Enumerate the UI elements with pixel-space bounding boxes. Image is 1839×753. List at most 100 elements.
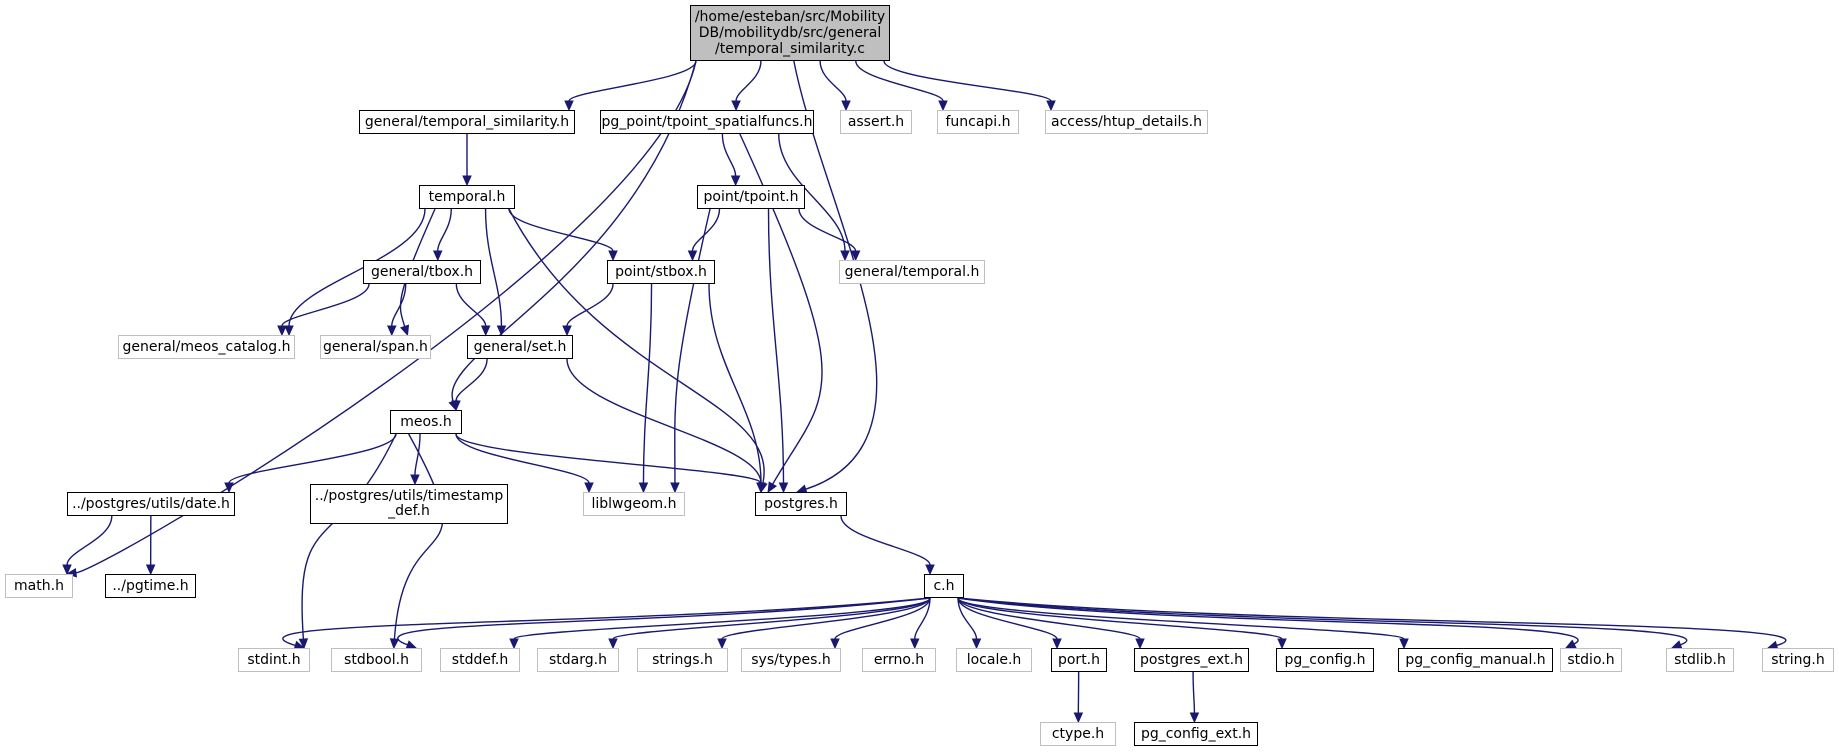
edge-ch-errno	[914, 597, 931, 640]
node-ch[interactable]: c.h	[924, 574, 964, 598]
edge-arrowhead-meos-lwgeom	[584, 482, 594, 494]
edge-stbox-set	[566, 283, 614, 327]
edge-arrowhead-meos-stdint	[298, 638, 309, 650]
node-set[interactable]: general/set.h	[467, 335, 573, 359]
edge-ch-port	[957, 597, 1058, 640]
node-label: meos.h	[400, 413, 452, 430]
edge-set-meos	[455, 358, 488, 402]
edge-root-meos	[451, 60, 697, 402]
edge-arrowhead-ch-stddef	[509, 638, 519, 650]
edge-arrowhead-tsf-gtemporal	[840, 250, 850, 262]
node-meos[interactable]: meos.h	[390, 410, 462, 434]
node-label: stdarg.h	[549, 651, 607, 668]
node-pgconfman[interactable]: pg_config_manual.h	[1398, 648, 1553, 672]
edge-tbox-set	[455, 283, 487, 327]
node-date[interactable]: ../postgres/utils/date.h	[67, 492, 235, 516]
edge-temporal-span	[399, 208, 436, 327]
edge-arrowhead-ch-pgconfman	[1399, 638, 1409, 650]
node-span: general/span.h	[320, 335, 431, 359]
edge-arrowhead-date-math	[62, 564, 72, 576]
node-label: general/span.h	[323, 338, 428, 355]
edge-arrowhead-root-tsf	[731, 100, 741, 112]
node-pgext[interactable]: postgres_ext.h	[1134, 648, 1249, 672]
node-stbox[interactable]: point/stbox.h	[607, 260, 715, 284]
edge-meos-tsdef	[414, 433, 421, 476]
edge-arrowhead-tsf-tpoint	[730, 175, 741, 187]
node-funcapi: funcapi.h	[937, 110, 1019, 134]
edge-ch-stdint	[282, 597, 931, 647]
edge-root-math	[75, 60, 697, 574]
edge-date-math	[66, 515, 113, 566]
edge-temporal-postgres	[508, 208, 765, 484]
node-label: point/tpoint.h	[703, 188, 799, 205]
edge-ch-stdbool	[397, 597, 931, 646]
node-label: pg_config_ext.h	[1140, 725, 1252, 742]
edge-arrowhead-temporal-set	[496, 325, 507, 337]
edge-root-assert	[819, 60, 847, 102]
edge-ch-strings	[721, 597, 931, 640]
node-label: general/tbox.h	[370, 263, 474, 280]
node-math: math.h	[5, 574, 73, 598]
node-tsf[interactable]: pg_point/tpoint_spatialfuncs.h	[600, 110, 814, 134]
node-temporal[interactable]: temporal.h	[419, 185, 515, 209]
node-tsdef[interactable]: ../postgres/utils/timestamp_def.h	[310, 484, 508, 524]
node-pgconfext[interactable]: pg_config_ext.h	[1134, 722, 1258, 746]
edge-ch-pgconfig	[957, 597, 1283, 640]
edge-meos-stdint	[301, 433, 397, 640]
node-errno: errno.h	[862, 648, 936, 672]
edge-stbox-postgres	[708, 283, 762, 484]
node-label: stdio.h	[1567, 651, 1615, 668]
node-label: stdbool.h	[344, 651, 409, 668]
node-lwgeom: liblwgeom.h	[583, 492, 685, 516]
node-port[interactable]: port.h	[1051, 648, 1107, 672]
node-label: postgres.h	[764, 495, 838, 512]
node-ctype: ctype.h	[1040, 722, 1116, 746]
node-label: pg_config_manual.h	[1405, 651, 1546, 668]
node-label: string.h	[1771, 651, 1825, 668]
node-tbox[interactable]: general/tbox.h	[363, 260, 481, 284]
edge-arrowhead-ch-stdio	[1564, 639, 1577, 649]
edge-meos-postgres	[455, 433, 762, 484]
edge-arrowhead-postgres-ch	[925, 564, 935, 576]
edge-arrowhead-ch-stdarg	[608, 638, 618, 650]
node-gts[interactable]: general/temporal_similarity.h	[359, 110, 575, 134]
node-label: sys/types.h	[751, 651, 831, 668]
node-label: strings.h	[652, 651, 713, 668]
node-stdio: stdio.h	[1560, 648, 1622, 672]
node-catalog: general/meos_catalog.h	[118, 335, 295, 359]
edge-ch-locale	[957, 597, 978, 640]
node-stdbool: stdbool.h	[331, 648, 422, 672]
edge-arrowhead-ch-strings	[717, 638, 727, 650]
edge-meos-stdbool	[393, 433, 444, 640]
node-label: port.h	[1057, 651, 1101, 668]
node-postgres[interactable]: postgres.h	[755, 492, 847, 516]
edge-ch-stddef	[513, 597, 931, 640]
node-label: liblwgeom.h	[591, 495, 677, 512]
node-pgtime[interactable]: ../pgtime.h	[105, 574, 196, 598]
edge-arrowhead-tpoint-lwgeom	[670, 482, 680, 494]
edge-arrowhead-root-funcapi	[938, 100, 948, 112]
edge-ch-systypes	[834, 597, 931, 640]
edge-arrowhead-ch-pgext	[1135, 638, 1145, 650]
node-tpoint[interactable]: point/tpoint.h	[697, 185, 805, 209]
edge-root-htup	[883, 60, 1052, 102]
edge-tsf-gtemporal	[778, 133, 846, 252]
edge-postgres-ch	[840, 515, 931, 566]
edge-arrowhead-temporal-catalog	[284, 325, 294, 337]
node-label: pg_config.h	[1284, 651, 1366, 668]
edge-arrowhead-tbox-set	[480, 325, 491, 337]
edge-temporal-set	[484, 208, 503, 327]
edge-arrowhead-ch-errno	[909, 638, 920, 650]
edge-arrowhead-tpoint-postgres	[778, 482, 789, 494]
node-pgconfig[interactable]: pg_config.h	[1276, 648, 1374, 672]
edge-temporal-stbox	[508, 208, 614, 252]
edge-ch-stdarg	[612, 597, 931, 640]
node-gtemporal: general/temporal.h	[839, 260, 985, 284]
node-locale: locale.h	[956, 648, 1032, 672]
edge-arrowhead-tpoint-gtemporal	[850, 250, 861, 262]
node-label: stdint.h	[247, 651, 301, 668]
node-label: math.h	[14, 577, 64, 594]
edge-tpoint-postgres	[767, 208, 785, 484]
edge-tbox-catalog	[281, 283, 370, 327]
